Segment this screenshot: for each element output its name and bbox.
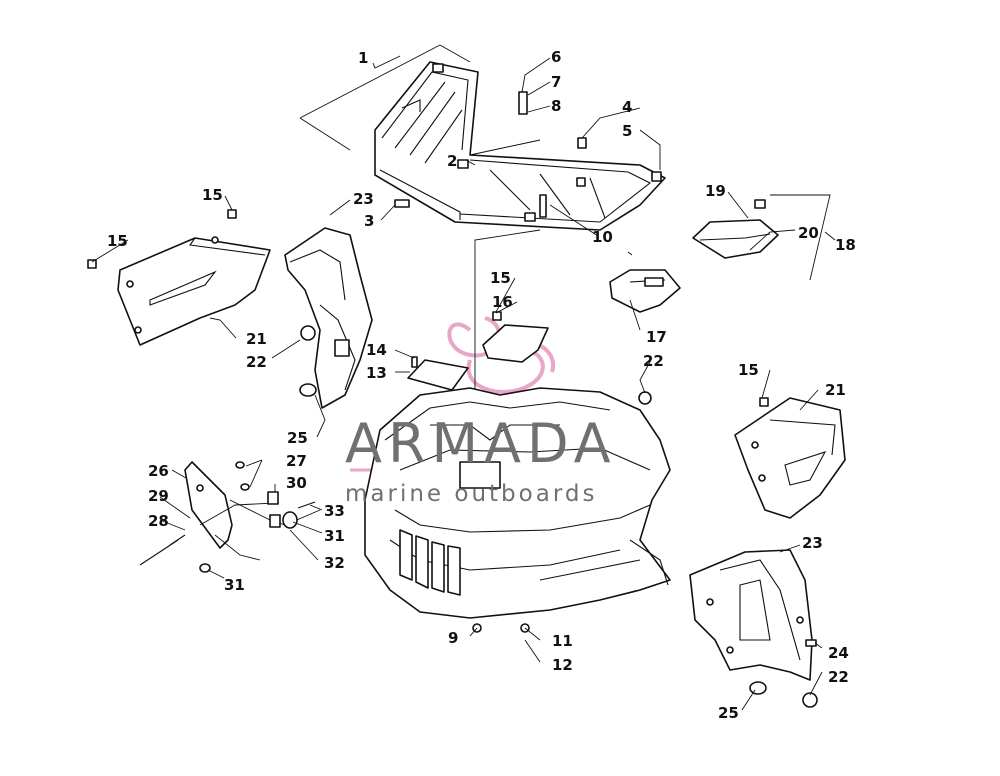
callout-19: 19 [705, 182, 726, 200]
callout-6: 6 [551, 48, 561, 66]
callout-15-d: 15 [738, 361, 759, 379]
callout-22-b: 22 [643, 352, 664, 370]
watermark-brand: ARMADA [345, 412, 617, 475]
callout-18: 18 [835, 236, 856, 254]
callout-25-a: 25 [287, 429, 308, 447]
callout-15-a: 15 [202, 186, 223, 204]
callout-22-c: 22 [828, 668, 849, 686]
callout-22-a: 22 [246, 353, 267, 371]
front-fender [364, 387, 671, 619]
callout-17: 17 [646, 328, 667, 346]
callout-13: 13 [366, 364, 387, 382]
callout-15-c: 15 [490, 269, 511, 287]
callout-27: 27 [286, 452, 307, 470]
bracket-26 [184, 461, 233, 549]
callout-23-b: 23 [802, 534, 823, 552]
cover-19 [692, 199, 779, 259]
callout-14: 14 [366, 341, 387, 359]
callout-5: 5 [622, 122, 632, 140]
callout-21-a: 21 [246, 330, 267, 348]
callout-8: 8 [551, 97, 561, 115]
callout-labels: 1 2 3 4 5 6 7 8 9 10 11 12 13 14 15 15 1… [107, 48, 856, 722]
callout-26: 26 [148, 462, 169, 480]
callout-31-b: 31 [324, 527, 345, 545]
front-rack [374, 61, 666, 231]
callout-29: 29 [148, 487, 169, 505]
callout-2: 2 [447, 152, 457, 170]
callout-21-b: 21 [825, 381, 846, 399]
callout-33: 33 [324, 502, 345, 520]
splash-guard-right [689, 549, 813, 681]
callout-28: 28 [148, 512, 169, 530]
callout-9: 9 [448, 629, 458, 647]
cover-17 [609, 269, 681, 313]
callout-31-a: 31 [224, 576, 245, 594]
side-panel-right [734, 397, 846, 519]
callout-23-a: 23 [353, 190, 374, 208]
leader-lines [91, 55, 836, 711]
callout-15-b: 15 [107, 232, 128, 250]
callout-1: 1 [358, 49, 368, 67]
callout-20: 20 [798, 224, 819, 242]
callout-4: 4 [622, 98, 632, 116]
callout-32: 32 [324, 554, 345, 572]
callout-24: 24 [828, 644, 849, 662]
watermark-tagline: marine outboards [345, 481, 597, 507]
callout-30: 30 [286, 474, 307, 492]
callout-11: 11 [552, 632, 573, 650]
bracket-16 [482, 324, 549, 363]
callout-3: 3 [364, 212, 374, 230]
callout-16: 16 [492, 293, 513, 311]
side-panel-left [117, 236, 271, 346]
callout-7: 7 [551, 73, 561, 91]
splash-guard-left [284, 227, 373, 409]
plate-13 [407, 359, 469, 391]
callout-25-b: 25 [718, 704, 739, 722]
callout-10: 10 [592, 228, 613, 246]
callout-12: 12 [552, 656, 573, 674]
